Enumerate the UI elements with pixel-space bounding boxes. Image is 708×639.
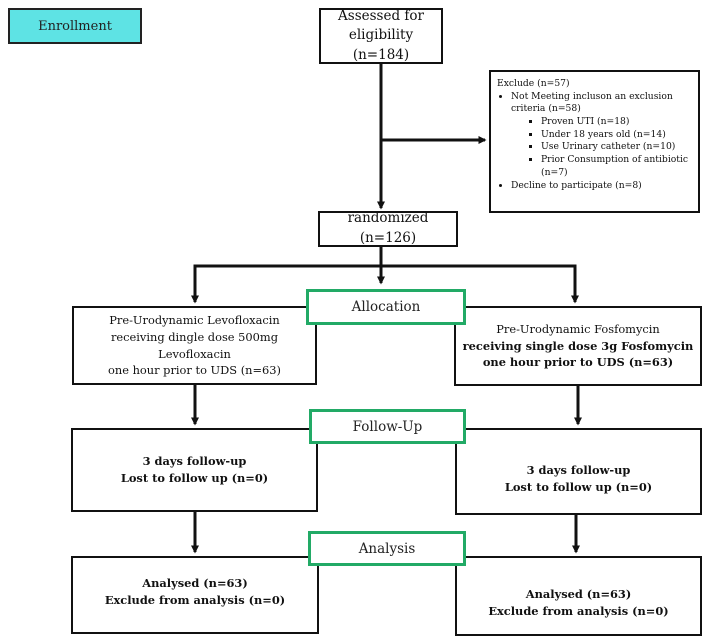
- right-followup-line1: 3 days follow-up: [526, 462, 631, 477]
- allocation-stage-label: Allocation: [306, 289, 466, 325]
- left-analysis-box: Analysed (n=63) Exclude from analysis (n…: [71, 556, 319, 634]
- left-followup-line1: 3 days follow-up: [142, 454, 247, 469]
- assessed-box: Assessed for eligibility (n=184): [319, 8, 443, 64]
- exclude-sub-item: Under 18 years old (n=14): [541, 129, 692, 142]
- right-analysis-line2: Exclude from analysis (n=0): [488, 604, 669, 618]
- right-analysis-box: Analysed (n=63) Exclude from analysis (n…: [455, 556, 702, 636]
- left-followup-line2: Lost to follow up (n=0): [120, 471, 269, 485]
- assessed-line2: eligibility (n=184): [348, 27, 414, 63]
- left-allocation-line3: one hour prior to UDS (n=63): [108, 363, 281, 378]
- left-followup-box: 3 days follow-up Lost to follow up (n=0): [71, 428, 318, 512]
- right-followup-line2: Lost to follow up (n=0): [504, 479, 653, 494]
- analysis-stage-label: Analysis: [308, 531, 466, 566]
- followup-stage-label: Follow-Up: [309, 409, 466, 444]
- left-allocation-box: Pre-Urodynamic Levofloxacin receiving di…: [72, 306, 317, 385]
- exclude-decline: Decline to participate (n=8): [511, 180, 692, 193]
- assessed-line1: Assessed for: [338, 7, 424, 24]
- exclude-box: Exclude (n=57) Not Meeting incluson an e…: [489, 70, 700, 213]
- left-analysis-line1: Analysed (n=63): [142, 576, 248, 591]
- exclude-sub-item: Prior Consumption of antibiotic (n=7): [541, 154, 692, 179]
- exclude-criteria-item: Not Meeting incluson an exclusion criter…: [511, 91, 692, 180]
- left-allocation-line2: receiving dingle dose 500mg Levofloxacin: [110, 329, 279, 361]
- left-analysis-line2: Exclude from analysis (n=0): [104, 593, 286, 607]
- randomized-label: randomized (n=126): [347, 210, 429, 246]
- right-allocation-box: Pre-Urodynamic Fosfomycin receiving sing…: [454, 306, 702, 386]
- randomized-box: randomized (n=126): [318, 210, 458, 247]
- right-allocation-line3: one hour prior to UDS (n=63): [482, 355, 674, 370]
- exclude-criteria: Not Meeting incluson an exclusion criter…: [511, 90, 673, 115]
- right-allocation-line2: receiving single dose 3g Fosfomycin: [462, 338, 694, 353]
- exclude-sub-item: Use Urinary catheter (n=10): [541, 141, 692, 154]
- exclude-sub-item: Proven UTI (n=18): [541, 116, 692, 129]
- exclude-sublist: Proven UTI (n=18) Under 18 years old (n=…: [511, 116, 692, 179]
- exclude-list: Not Meeting incluson an exclusion criter…: [497, 91, 692, 193]
- right-allocation-line1: Pre-Urodynamic Fosfomycin: [496, 322, 660, 337]
- right-followup-box: 3 days follow-up Lost to follow up (n=0): [455, 428, 702, 515]
- arrow-to-right-arm: [381, 264, 579, 304]
- left-allocation-line1: Pre-Urodynamic Levofloxacin: [109, 313, 280, 328]
- enrollment-label: Enrollment: [8, 8, 142, 44]
- right-analysis-line1: Analysed (n=63): [525, 587, 632, 602]
- exclude-title: Exclude (n=57): [497, 78, 570, 89]
- arrow-to-left-arm: [191, 264, 381, 304]
